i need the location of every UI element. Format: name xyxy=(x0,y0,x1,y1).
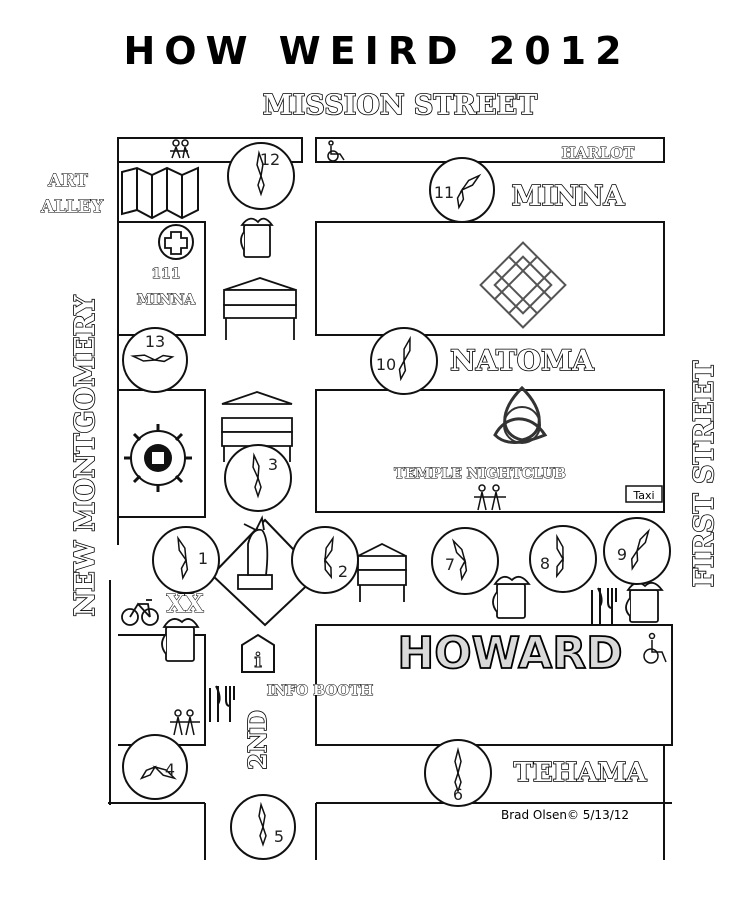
clock-hand xyxy=(635,528,651,554)
label-111-minna: MINNA xyxy=(137,292,197,308)
clock-hand xyxy=(254,475,262,499)
stage-7-clock-icon: 7 xyxy=(431,527,499,595)
clock-hand xyxy=(630,548,639,571)
stage-number: 8 xyxy=(540,554,550,573)
clock-hand xyxy=(324,557,333,580)
tent-icon xyxy=(221,391,293,462)
stage-number: 1 xyxy=(198,549,208,568)
street-minna: MINNA xyxy=(512,181,626,212)
label-temple: TEMPLE NIGHTCLUB xyxy=(394,466,566,482)
endless-knot-icon xyxy=(479,241,567,329)
clock-hand xyxy=(451,538,467,564)
label-111: 111 xyxy=(151,266,180,282)
clock-hand xyxy=(130,354,158,362)
street-howard: HOWARD xyxy=(397,628,622,679)
beer-icon xyxy=(625,581,664,623)
beer-icon xyxy=(240,217,274,258)
clock-hand xyxy=(256,150,264,179)
stage-4-clock-icon: 4 xyxy=(122,734,188,800)
stage-11-clock-icon: 11 xyxy=(429,157,495,223)
svg-text:i: i xyxy=(254,648,262,672)
label-info-booth: INFO BOOTH xyxy=(267,683,373,699)
clock-hand xyxy=(556,533,564,562)
clock-hand xyxy=(454,746,462,776)
beer-icon xyxy=(492,575,531,619)
clock-hand xyxy=(258,801,266,830)
restroom-icon xyxy=(170,709,200,736)
clock-hand xyxy=(180,557,189,581)
info-icon: i xyxy=(241,633,275,673)
clock-hand xyxy=(259,824,267,847)
statue-icon xyxy=(237,515,273,590)
label-art-alley-2: ALLEY xyxy=(40,197,104,217)
stage-number: 3 xyxy=(268,455,278,474)
tent-icon xyxy=(357,542,407,602)
clock-hand xyxy=(456,187,465,210)
street-tehama: TEHAMA xyxy=(514,758,648,788)
taxi-label: Taxi xyxy=(632,489,654,502)
fork-knife-icon xyxy=(209,685,235,722)
stage-9-clock-icon: 9 xyxy=(603,517,671,585)
tent-icon xyxy=(223,277,297,340)
stage-8-clock-icon: 8 xyxy=(529,525,597,593)
clock-hand xyxy=(555,556,564,579)
street-second: 2ND xyxy=(243,710,272,769)
stage-13-clock-icon: 13 xyxy=(122,327,188,393)
stage-number: 7 xyxy=(445,555,455,574)
stage-10-clock-icon: 10 xyxy=(370,327,438,395)
clock-hand xyxy=(177,535,188,563)
clock-hand xyxy=(403,335,411,364)
stage-number: 10 xyxy=(376,355,396,374)
beer-icon xyxy=(161,618,200,662)
stage-number: 5 xyxy=(274,827,284,846)
stage-number: 2 xyxy=(338,562,348,581)
clock-hand xyxy=(152,354,175,363)
clock-hand xyxy=(454,770,462,794)
clock-hand xyxy=(459,173,482,192)
street-mission: MISSION STREET xyxy=(263,90,537,121)
stage-3-clock-icon: 3 xyxy=(224,444,292,512)
taxi-icon: Taxi xyxy=(625,485,663,503)
wheelchair-icon xyxy=(327,140,345,162)
clock-hand xyxy=(252,452,260,481)
clock-hand xyxy=(323,535,334,563)
label-art-alley-1: ART xyxy=(47,171,88,191)
label-harlot: HARLOT xyxy=(561,144,635,162)
fork-knife-icon xyxy=(591,587,617,624)
stage-12-clock-icon: 12 xyxy=(227,142,295,210)
triquetra-icon xyxy=(493,385,548,444)
clock-hand xyxy=(398,358,407,382)
stage-number: 4 xyxy=(165,760,175,779)
stage-number: 12 xyxy=(260,150,280,169)
clock-hand xyxy=(459,558,468,582)
stage-1-clock-icon: 1 xyxy=(152,526,220,594)
map-credit: Brad Olsen© 5/13/12 xyxy=(501,808,629,822)
clock-hand xyxy=(257,173,265,197)
stage-6-clock-icon: 6 xyxy=(424,739,492,807)
street-first: FIRST STREET xyxy=(689,361,720,588)
stage-2-clock-icon: 2 xyxy=(291,526,359,594)
street-natoma: NATOMA xyxy=(450,344,595,377)
mayan-symbol-icon xyxy=(124,424,192,492)
stage-number: 6 xyxy=(453,785,463,804)
street-new-montgomery: NEW MONTGOMERY xyxy=(70,295,101,617)
stage-number: 11 xyxy=(434,183,454,202)
wheelchair-icon xyxy=(643,632,667,664)
first-aid-icon xyxy=(158,224,194,260)
bicycle-icon xyxy=(121,599,159,626)
art-alley-banner-icon xyxy=(121,166,199,220)
street-outlines xyxy=(108,137,673,860)
clock-hand xyxy=(152,765,177,780)
map-title: HOW WEIRD 2012 xyxy=(123,29,630,73)
stage-number: 13 xyxy=(145,332,165,351)
restroom-icon xyxy=(474,484,506,511)
label-xx: XX xyxy=(166,589,204,618)
stage-5-clock-icon: 5 xyxy=(230,794,296,860)
stage-number: 9 xyxy=(617,545,627,564)
restroom-icon xyxy=(170,139,190,159)
clock-hand xyxy=(139,765,157,780)
